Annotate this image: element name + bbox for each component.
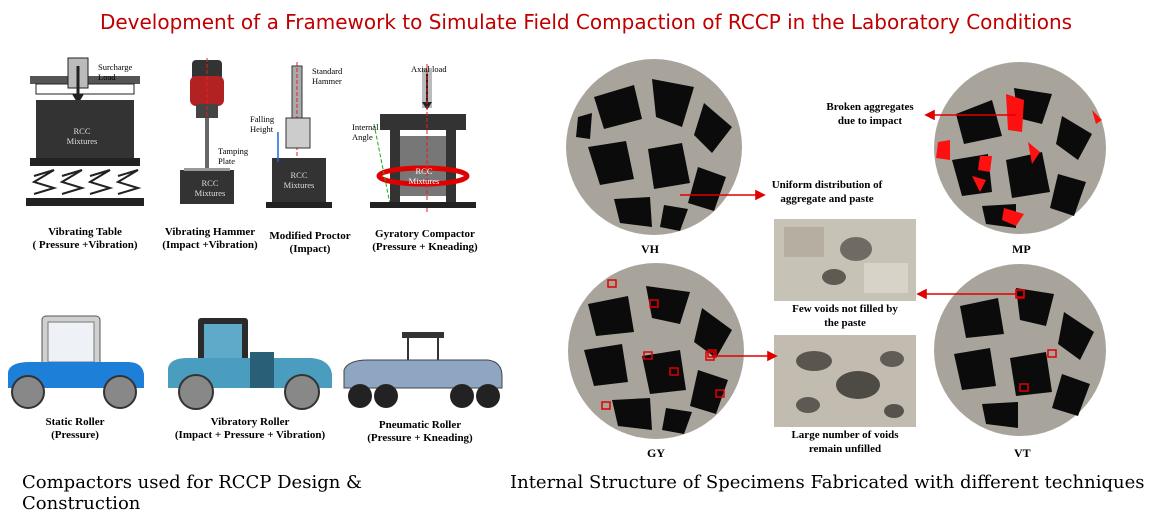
vibratory-roller-name: Vibratory Roller xyxy=(210,416,290,428)
many-voids-note: Large number of voids remain unfilled xyxy=(791,429,899,455)
pneumatic-roller-illustration xyxy=(343,332,503,408)
few-voids-note: Few voids not filled by the paste xyxy=(792,303,898,329)
falling-height-label: Falling Height xyxy=(250,114,275,134)
vibrating-table-diagram xyxy=(26,57,144,206)
right-section-caption: Internal Structure of Specimens Fabricat… xyxy=(510,472,1145,493)
static-roller-illustration xyxy=(8,315,144,409)
mp-mix-label: RCC Mixtures xyxy=(283,170,315,190)
specimen-vh xyxy=(566,59,742,235)
pneumatic-roller-name: Pneumatic Roller xyxy=(378,419,462,431)
vibrating-table-mode: ( Pressure +Vibration) xyxy=(32,239,138,251)
vibrating-table-name: Vibrating Table xyxy=(48,226,122,238)
axial-load-label: Axial load xyxy=(411,64,447,74)
vibratory-roller-mode: (Impact + Pressure + Vibration) xyxy=(174,429,326,441)
gyratory-compactor-mode: (Pressure + Kneading) xyxy=(372,241,478,253)
vibrating-hammer-mode: (Impact +Vibration) xyxy=(162,239,258,251)
specimen-vt-label: VT xyxy=(1014,446,1031,460)
modified-proctor-name: Modified Proctor xyxy=(269,230,351,242)
vt-mix-label: RCC Mixtures xyxy=(66,126,98,146)
vibratory-roller-illustration xyxy=(168,318,332,410)
vibrating-hammer-diagram xyxy=(180,58,234,204)
broken-aggregates-note: Broken aggregates due to impact xyxy=(826,101,914,127)
left-section-caption: Compactors used for RCCP Design & Constr… xyxy=(22,472,363,512)
specimen-gy-label: GY xyxy=(647,446,665,460)
few-voids-photo xyxy=(774,219,916,301)
static-roller-name: Static Roller xyxy=(45,416,105,428)
page-title: Development of a Framework to Simulate F… xyxy=(99,10,1073,34)
specimen-gy xyxy=(568,263,744,439)
tamping-plate-label: Tamping Plate xyxy=(218,146,249,166)
static-roller-mode: (Pressure) xyxy=(51,429,99,441)
specimen-mp-label: MP xyxy=(1012,242,1031,256)
modified-proctor-mode: (Impact) xyxy=(289,243,331,255)
modified-proctor-diagram xyxy=(266,62,332,208)
vibrating-hammer-name: Vibrating Hammer xyxy=(164,226,256,238)
surcharge-load-label: Surcharge Load xyxy=(98,62,133,82)
gyratory-compactor-diagram xyxy=(370,64,476,212)
specimen-mp xyxy=(934,62,1106,234)
gy-mix-label: RCC Mixtures xyxy=(408,166,440,186)
gyratory-compactor-name: Gyratory Compactor xyxy=(375,228,475,240)
vhm-mix-label: RCC Mixtures xyxy=(194,178,226,198)
many-voids-photo xyxy=(774,335,916,427)
internal-angle-label: Internal Angle xyxy=(352,122,379,142)
uniform-distribution-note: Uniform distribution of aggregate and pa… xyxy=(771,179,883,205)
specimen-vh-label: VH xyxy=(641,242,659,256)
standard-hammer-label: Standard Hammer xyxy=(312,66,343,86)
specimen-vt xyxy=(934,264,1106,436)
pneumatic-roller-mode: (Pressure + Kneading) xyxy=(367,432,473,444)
